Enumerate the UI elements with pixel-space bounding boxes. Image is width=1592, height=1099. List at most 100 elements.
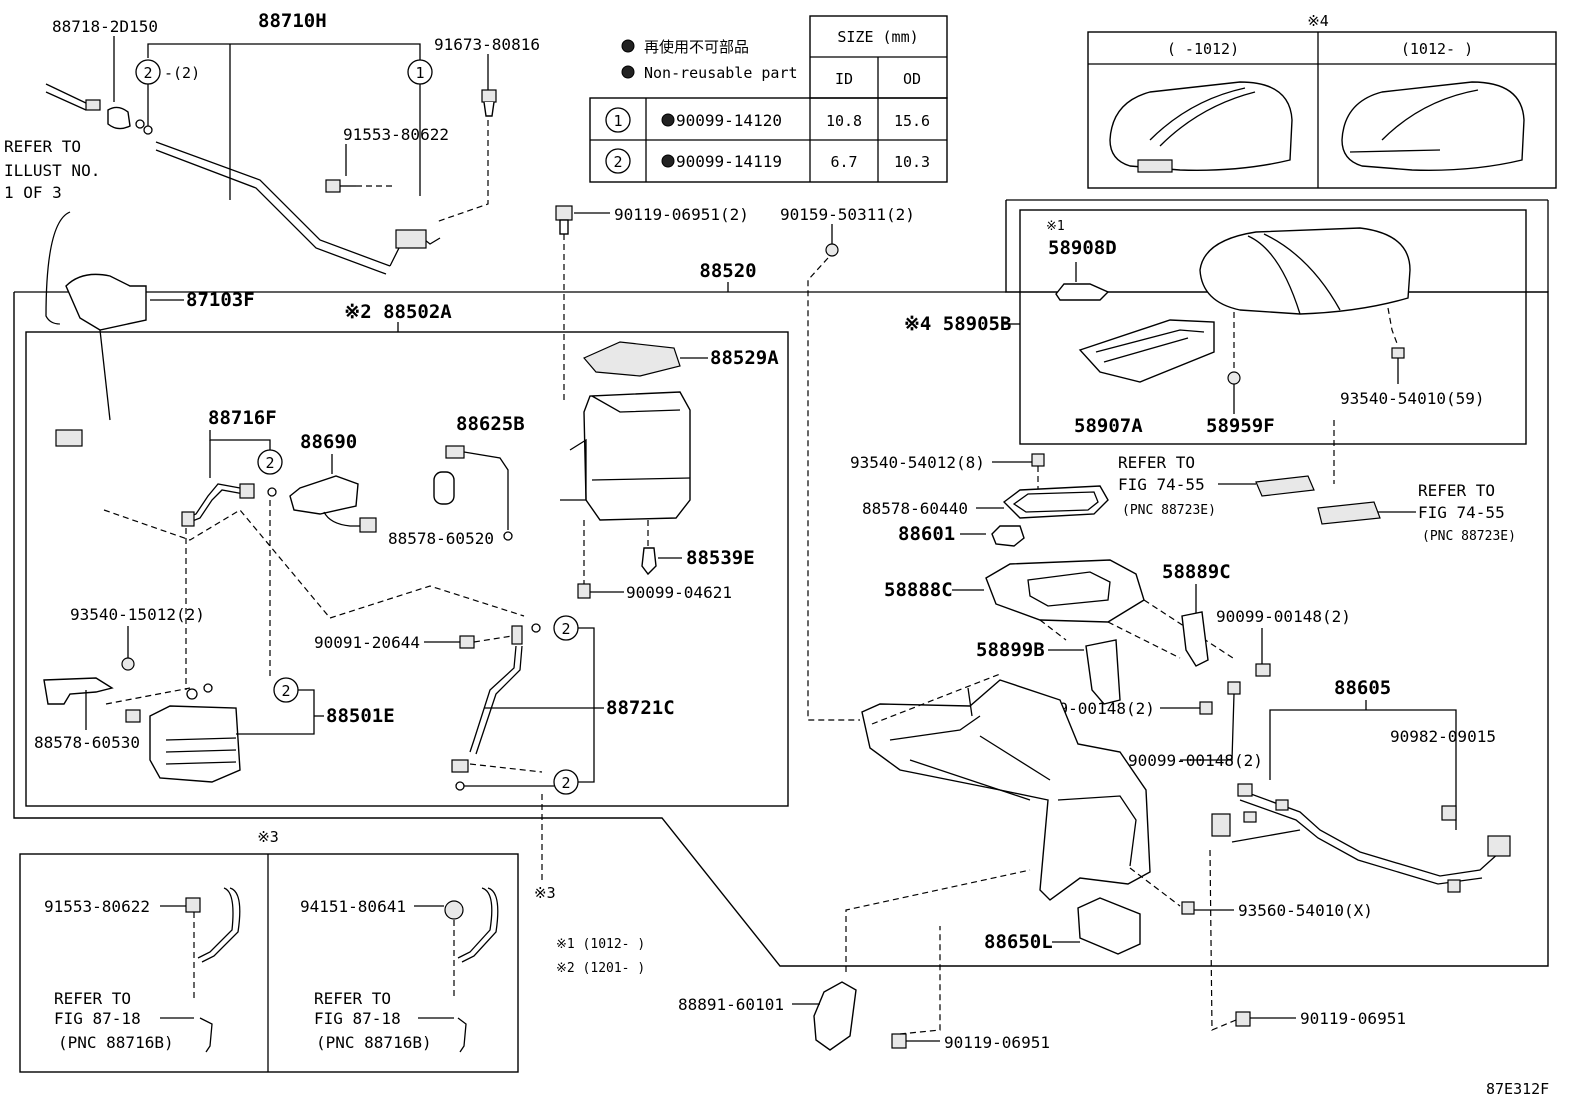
label-93560: 93560-54010(X) — [1238, 901, 1373, 920]
refer-illust-2: ILLUST NO. — [4, 161, 100, 180]
svg-text:2: 2 — [561, 774, 570, 792]
label-88539E: 88539E — [686, 547, 755, 569]
label-90159: 90159-50311(2) — [780, 205, 915, 224]
mat-88529A — [583, 341, 681, 377]
variant-box: ※4 ( -1012) (1012- ) — [1087, 12, 1557, 189]
inset3-refer-right-1: REFER TO — [314, 989, 391, 1008]
row-od: 15.6 — [894, 112, 930, 130]
label-58905B: ※4 58905B — [904, 313, 1011, 335]
legend-en: Non-reusable part — [644, 64, 798, 82]
assembly-58905B: ※1 58908D ※4 58905B 58907A 58959F 93540-… — [904, 219, 1485, 437]
label-90099-04621: 90099-04621 — [626, 583, 732, 602]
diagram-code: 87E312F — [1486, 1080, 1549, 1098]
refer-a-3: (PNC 88723E) — [1122, 503, 1216, 518]
inset3-refer-left-2: FIG 87-18 — [54, 1009, 141, 1028]
label-88601: 88601 — [898, 523, 955, 545]
label-91673: 91673-80816 — [434, 35, 540, 54]
svg-text:2: 2 — [561, 620, 570, 638]
refer-b-2: FIG 74-55 — [1418, 503, 1505, 522]
label-88605: 88605 — [1334, 677, 1391, 699]
refer-illust-3: 1 OF 3 — [4, 183, 62, 202]
main-frame: 88520 ※2 88502A — [13, 199, 1549, 967]
non-reusable-bullet-icon — [661, 154, 675, 168]
row-id: 6.7 — [830, 153, 857, 171]
clip-88891 — [813, 981, 857, 1051]
label-58907A: 58907A — [1074, 415, 1143, 437]
top-bolts: 90119-06951(2) 90159-50311(2) — [555, 205, 915, 721]
label-88716F: 88716F — [208, 407, 277, 429]
variant-title: ※4 — [1307, 12, 1329, 30]
inset3-refer-right-3: (PNC 88716B) — [316, 1033, 432, 1052]
row-part: 90099-14120 — [676, 111, 782, 130]
variant-col1: ( -1012) — [1167, 40, 1239, 58]
legend-jp: 再使用不可部品 — [644, 38, 749, 56]
note-1: ※1 (1012- ) — [556, 937, 645, 952]
label-88578-60440: 88578-60440 — [862, 499, 968, 518]
label-90982: 90982-09015 — [1390, 727, 1496, 746]
label-58908D: 58908D — [1048, 237, 1117, 259]
actuator-88501E — [149, 705, 241, 783]
armrest-lid-late — [1341, 81, 1525, 171]
svg-text:2: 2 — [265, 454, 274, 472]
label-58899B: 58899B — [976, 639, 1045, 661]
svg-text:2: 2 — [143, 64, 152, 82]
assembly-58905B-box — [1019, 209, 1527, 445]
svg-text:1: 1 — [415, 64, 424, 82]
label-93540-54012: 93540-54012(8) — [850, 453, 985, 472]
inset3-title: ※3 — [257, 828, 279, 846]
size-header: SIZE (mm) — [837, 28, 918, 46]
label-91553: 91553-80622 — [343, 125, 449, 144]
row-id: 10.8 — [826, 112, 862, 130]
inset3-refer-right-2: FIG 87-18 — [314, 1009, 401, 1028]
mark3-label: ※3 — [534, 884, 556, 902]
variant-col2: (1012- ) — [1401, 40, 1473, 58]
label-58888C: 58888C — [884, 579, 953, 601]
refer-b-1: REFER TO — [1418, 481, 1495, 500]
label-93540-15012: 93540-15012(2) — [70, 605, 205, 624]
panel-58888C — [985, 559, 1145, 623]
console-body — [861, 679, 1151, 901]
switch-88601 — [991, 525, 1025, 547]
refer-b-3: (PNC 88723E) — [1422, 529, 1516, 544]
label-90099-00148c: 90099-00148(2) — [1128, 751, 1263, 770]
switch-87103F — [65, 273, 147, 331]
col-od: OD — [903, 70, 921, 88]
inset3-refer-left-1: REFER TO — [54, 989, 131, 1008]
notes: ※1 (1012- ) ※2 (1201- ) — [556, 937, 645, 976]
label-58889C: 58889C — [1162, 561, 1231, 583]
label-88529A: 88529A — [710, 347, 779, 369]
label-88625B: 88625B — [456, 413, 525, 435]
hinge-58908D — [1055, 283, 1110, 301]
inset3-refer-left-3: (PNC 88716B) — [58, 1033, 174, 1052]
refer-a-1: REFER TO — [1118, 453, 1195, 472]
label-93540-54010: 93540-54010(59) — [1340, 389, 1485, 408]
refer-a-2: FIG 74-55 — [1118, 475, 1205, 494]
label-88718: 88718-2D150 — [52, 17, 158, 36]
mark-circle — [605, 148, 631, 174]
refer-illust-1: REFER TO — [4, 137, 81, 156]
row-mark: 2 — [613, 153, 622, 171]
inset3-left-part: 91553-80622 — [44, 897, 150, 916]
cup-holder — [583, 391, 691, 521]
label-90099-00148a: 90099-00148(2) — [1216, 607, 1351, 626]
label-88690: 88690 — [300, 431, 357, 453]
label-87103F: 87103F — [186, 289, 255, 311]
label-88578-60520: 88578-60520 — [388, 529, 494, 548]
bracket-58889C — [1181, 611, 1209, 667]
module-88650L — [1077, 897, 1141, 955]
non-reusable-bullet-icon — [621, 39, 635, 53]
assembly-88502A: 87103F 88716F 2 88690 88625B 88578-60520 — [34, 211, 779, 902]
frame-58907A — [1078, 319, 1215, 383]
col-id: ID — [835, 70, 853, 88]
row-part: 90099-14119 — [676, 152, 782, 171]
armrest-lid-58905B — [1199, 227, 1411, 315]
note-2: ※2 (1201- ) — [556, 961, 645, 976]
label-88891: 88891-60101 — [678, 995, 784, 1014]
label-88578-60530: 88578-60530 — [34, 733, 140, 752]
inset3-right-part: 94151-80641 — [300, 897, 406, 916]
cap-88578-60520 — [433, 471, 455, 505]
label-88650L: 88650L — [984, 931, 1053, 953]
non-reusable-bullet-icon — [661, 113, 675, 127]
label-88501E: 88501E — [326, 705, 395, 727]
